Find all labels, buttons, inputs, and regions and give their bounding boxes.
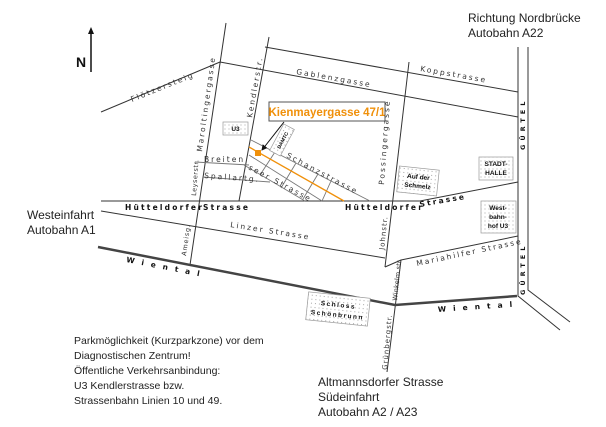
direction-south-line1: Altmannsdorfer Strasse: [318, 375, 444, 389]
label-guertel-north: GÜRTEL: [518, 98, 527, 150]
north-arrowhead-icon: [88, 27, 94, 34]
road-gablenzgasse: [219, 61, 519, 118]
road-kienmayergasse: [248, 146, 345, 202]
landmark-damtc-box: [269, 123, 295, 157]
landmark-u3-box: [222, 121, 249, 136]
label-gruenbergstrasse: Grünbergstr.: [381, 314, 394, 370]
label-mariahilfer-strasse: Mariahilfer Strasse: [416, 237, 524, 268]
label-johnstrasse: Johnstr.: [378, 215, 390, 251]
road-maroltingergasse: [189, 22, 227, 266]
label-koppstrasse: Koppstrasse: [420, 64, 488, 85]
destination-label-box: [268, 101, 386, 122]
landmark-stadthalle-line1: STADT-: [485, 161, 508, 168]
parking-transport-note: Parkmöglichkeit (Kurzparkzone) vor dem D…: [74, 335, 264, 407]
destination-label: Kienmayergasse 47/1: [269, 107, 387, 119]
note-line-2: Diagnostischen Zentrum!: [74, 350, 191, 362]
landmark-westbahnhof-line3: hof U3: [488, 223, 509, 230]
label-floetzersteig: Flötzersteig: [129, 70, 195, 104]
direction-north-line1: Richtung Nordbrücke: [468, 11, 581, 25]
road-linzer: [100, 210, 386, 259]
landmark-westbahnhof-box: [480, 200, 517, 234]
landmark-u3: U3: [231, 126, 240, 133]
road-guertel-east: [527, 47, 571, 323]
label-huetteldorfer-1: Hütteldorfer: [125, 203, 204, 212]
landmark-westbahnhof-line2: bahn-: [489, 214, 507, 221]
direction-south-line3: Autobahn A2 / A23: [318, 405, 418, 419]
direction-west-line1: Westeinfahrt: [27, 208, 95, 222]
label-winkelmannstrasse: Winkelm.str.: [391, 258, 403, 301]
landmark-westbahnhof-line1: West-: [489, 205, 507, 212]
road-spallartgasse: [202, 176, 271, 183]
destination-marker-icon: [255, 150, 261, 156]
label-strasse-1: Strasse: [203, 203, 250, 212]
road-kendlerstrasse: [238, 36, 270, 202]
label-breiten: Breiten: [204, 155, 245, 164]
landmark-stadthalle-box: [478, 156, 514, 181]
label-leyserstrasse: Leyserstr.: [190, 159, 201, 196]
road-cross-2: [280, 162, 297, 189]
landmark-stadthalle-line2: HALLE: [485, 170, 507, 177]
road-huetteldorfer: [101, 181, 519, 202]
label-guertel-south: GÜRTEL: [518, 243, 527, 295]
direction-west-line2: Autobahn A1: [27, 223, 96, 237]
road-guertel-west: [517, 47, 561, 331]
landmark-schoenbrunn-box: [305, 291, 371, 327]
note-line-1: Parkmöglichkeit (Kurzparkzone) vor dem: [74, 335, 264, 347]
landmark-schoenbrunn-line1: Schloss: [320, 300, 356, 311]
road-cross-1: [259, 151, 276, 176]
direction-south-line2: Südeinfahrt: [318, 390, 380, 404]
road-gruenbergstrasse: [386, 259, 402, 373]
label-wiental-west: Wiental: [126, 255, 208, 279]
compass-label: N: [76, 54, 86, 70]
road-breitenseer: [248, 154, 323, 202]
note-line-5: Strassenbahn Linien 10 und 49.: [74, 395, 222, 407]
landmarks: U3 DAMTC Auf der Schmelz STADT- HALLE We…: [222, 121, 517, 327]
destination-arrow-icon: [261, 121, 285, 151]
note-line-3: Öffentliche Verkehrsanbindung:: [74, 365, 220, 377]
roads: [97, 22, 571, 373]
road-cross-3: [302, 173, 319, 200]
landmark-auf-der-schmelz-box: [396, 165, 440, 197]
label-huetteldorfer-2: Hütteldorfer: [345, 203, 424, 212]
label-spallartgasse: Spallartg.: [204, 171, 261, 184]
road-breitenseer-2: [243, 164, 306, 202]
road-floetzersteig: [100, 61, 221, 113]
road-breiten: [194, 161, 250, 166]
label-linzer-strasse: Linzer Strasse: [230, 220, 311, 242]
road-wiental: [97, 245, 518, 307]
landmark-auf-der-schmelz-line1: Auf der: [407, 173, 431, 182]
label-kendlerstrasse: Kendlerstr.: [245, 56, 265, 119]
road-koppstrasse: [264, 46, 519, 93]
note-line-4: U3 Kendlerstrasse bzw.: [74, 380, 184, 392]
direction-north-line2: Autobahn A22: [468, 26, 544, 40]
landmark-auf-der-schmelz-line2: Schmelz: [404, 182, 432, 192]
road-possingergasse: [384, 61, 410, 268]
label-ameisgasse: Ameisg.: [180, 224, 192, 257]
